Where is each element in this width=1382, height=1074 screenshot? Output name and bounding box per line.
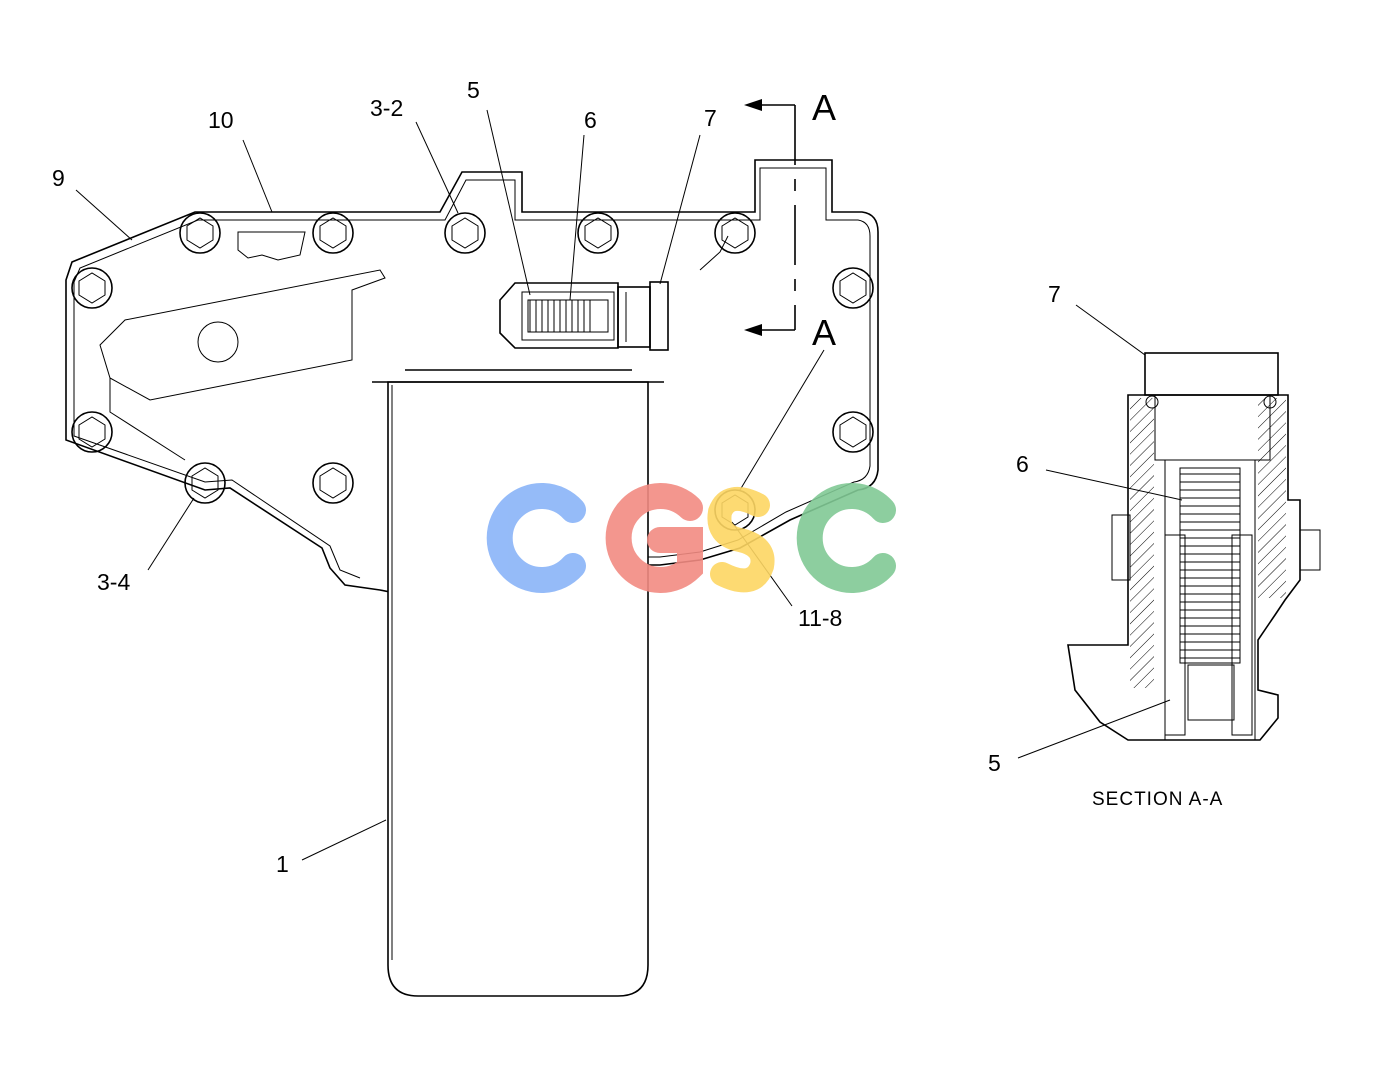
bolt xyxy=(71,411,113,453)
section-title: SECTION A-A xyxy=(1092,789,1223,810)
section-callout-5: 5 xyxy=(988,750,1001,776)
bolt xyxy=(184,462,226,504)
callout-10: 10 xyxy=(208,107,234,133)
bolt xyxy=(179,212,221,254)
filter-element xyxy=(372,369,664,997)
arrow-left-icon xyxy=(744,324,762,336)
callout-1: 1 xyxy=(276,851,289,877)
bolt xyxy=(71,267,113,309)
callout-3-2: 3-2 xyxy=(370,95,403,121)
section-leader-lines xyxy=(1017,304,1183,759)
cgsc-watermark-logo xyxy=(486,483,896,593)
section-callout-7: 7 xyxy=(1048,281,1061,307)
callout-11-8: 11-8 xyxy=(798,605,842,631)
section-mark-top: A xyxy=(812,87,836,128)
spring-coils xyxy=(529,300,591,332)
bolt xyxy=(832,267,874,309)
callout-3-4: 3-4 xyxy=(97,569,130,595)
bolt xyxy=(312,462,354,504)
relief-valve-cutaway xyxy=(499,281,669,351)
section-mark-bottom: A xyxy=(812,312,836,353)
callout-6: 6 xyxy=(584,107,597,133)
bolt xyxy=(312,212,354,254)
section-spring xyxy=(1179,467,1241,664)
section-callout-6: 6 xyxy=(1016,451,1029,477)
arrow-left-icon xyxy=(744,99,762,111)
callout-5: 5 xyxy=(467,77,480,103)
bolt xyxy=(577,212,619,254)
callout-7: 7 xyxy=(704,105,717,131)
section-cut-line xyxy=(744,99,796,336)
bolt xyxy=(832,411,874,453)
bolt xyxy=(444,212,486,254)
bolt xyxy=(714,212,756,254)
leader-lines xyxy=(75,109,825,861)
section-a-a-view xyxy=(1067,352,1321,741)
callout-9: 9 xyxy=(52,165,65,191)
